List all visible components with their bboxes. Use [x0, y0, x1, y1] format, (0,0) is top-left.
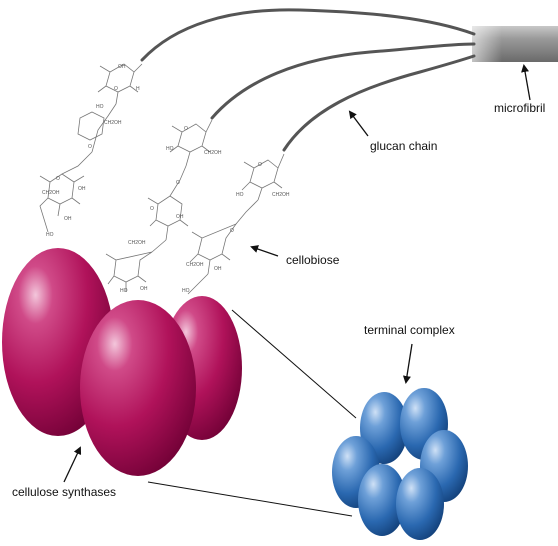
labels: microfibril glucan chain cellobiose term… [12, 101, 545, 499]
atom-label: HO [46, 232, 54, 238]
cellobiose-arrow [250, 245, 279, 257]
atom-label: HO [166, 146, 174, 152]
cellobiose-chains [39, 63, 285, 295]
microfibril-arrow [521, 64, 531, 101]
glucan-chains [140, 8, 476, 152]
terminal-complex-arrow [402, 343, 413, 384]
atom-label: HO [236, 192, 244, 198]
atom-label: OH [176, 214, 184, 220]
microfibril-label: microfibril [494, 101, 545, 115]
terminal-complex-label: terminal complex [364, 323, 455, 337]
atom-label: OH [118, 64, 126, 70]
atom-label: O [184, 126, 188, 132]
cellobiose-label: cellobiose [286, 253, 340, 267]
pointer-arrows [63, 64, 531, 483]
atom-label: OH [64, 216, 72, 222]
cellulose-synthases [2, 248, 242, 476]
atom-label: O [114, 86, 118, 92]
atom-label: HO [120, 288, 128, 294]
terminal-subunit [358, 464, 406, 536]
glucose-chain-1 [39, 63, 143, 233]
atom-label: O [258, 162, 262, 168]
atom-label: O [88, 144, 92, 150]
connector-line-top [231, 309, 357, 419]
atom-label: OH [78, 186, 86, 192]
connector-lines [147, 309, 357, 517]
glucan-chain-3 [282, 54, 476, 152]
terminal-subunit [396, 468, 444, 540]
atom-label: H [136, 86, 140, 92]
atom-label: HO [96, 104, 104, 110]
atom-label: CH2OH [204, 150, 222, 156]
glucan-chain-label: glucan chain [370, 139, 437, 153]
atom-label: CH2OH [128, 240, 146, 246]
microfibril [472, 26, 558, 62]
atom-label: O [230, 228, 234, 234]
atom-label: CH2OH [272, 192, 290, 198]
atom-label: O [56, 176, 60, 182]
glucan-chain-2 [210, 42, 476, 120]
atom-label: CH2OH [42, 190, 60, 196]
atom-label: O [150, 206, 154, 212]
cellulose-synthases-label: cellulose synthases [12, 485, 116, 499]
connector-line-bottom [147, 481, 353, 517]
glucose-chain-3 [187, 153, 285, 295]
atom-label: OH [140, 286, 148, 292]
cellulose-synthases-arrow [63, 446, 82, 483]
glucan-chain-1 [140, 8, 476, 62]
synthase-front [80, 300, 196, 476]
atom-label: HO [182, 288, 190, 294]
glucose-chain-2 [105, 119, 213, 292]
atom-label: CH2OH [104, 120, 122, 126]
atom-label: OH [214, 266, 222, 272]
atom-labels: OH H O HO CH2OH O CH2OH O OH HO OH O HO … [42, 64, 290, 294]
terminal-complex [332, 388, 468, 540]
atom-label: O [176, 180, 180, 186]
glucan-chain-arrow [348, 110, 369, 137]
atom-label: CH2OH [186, 262, 204, 268]
